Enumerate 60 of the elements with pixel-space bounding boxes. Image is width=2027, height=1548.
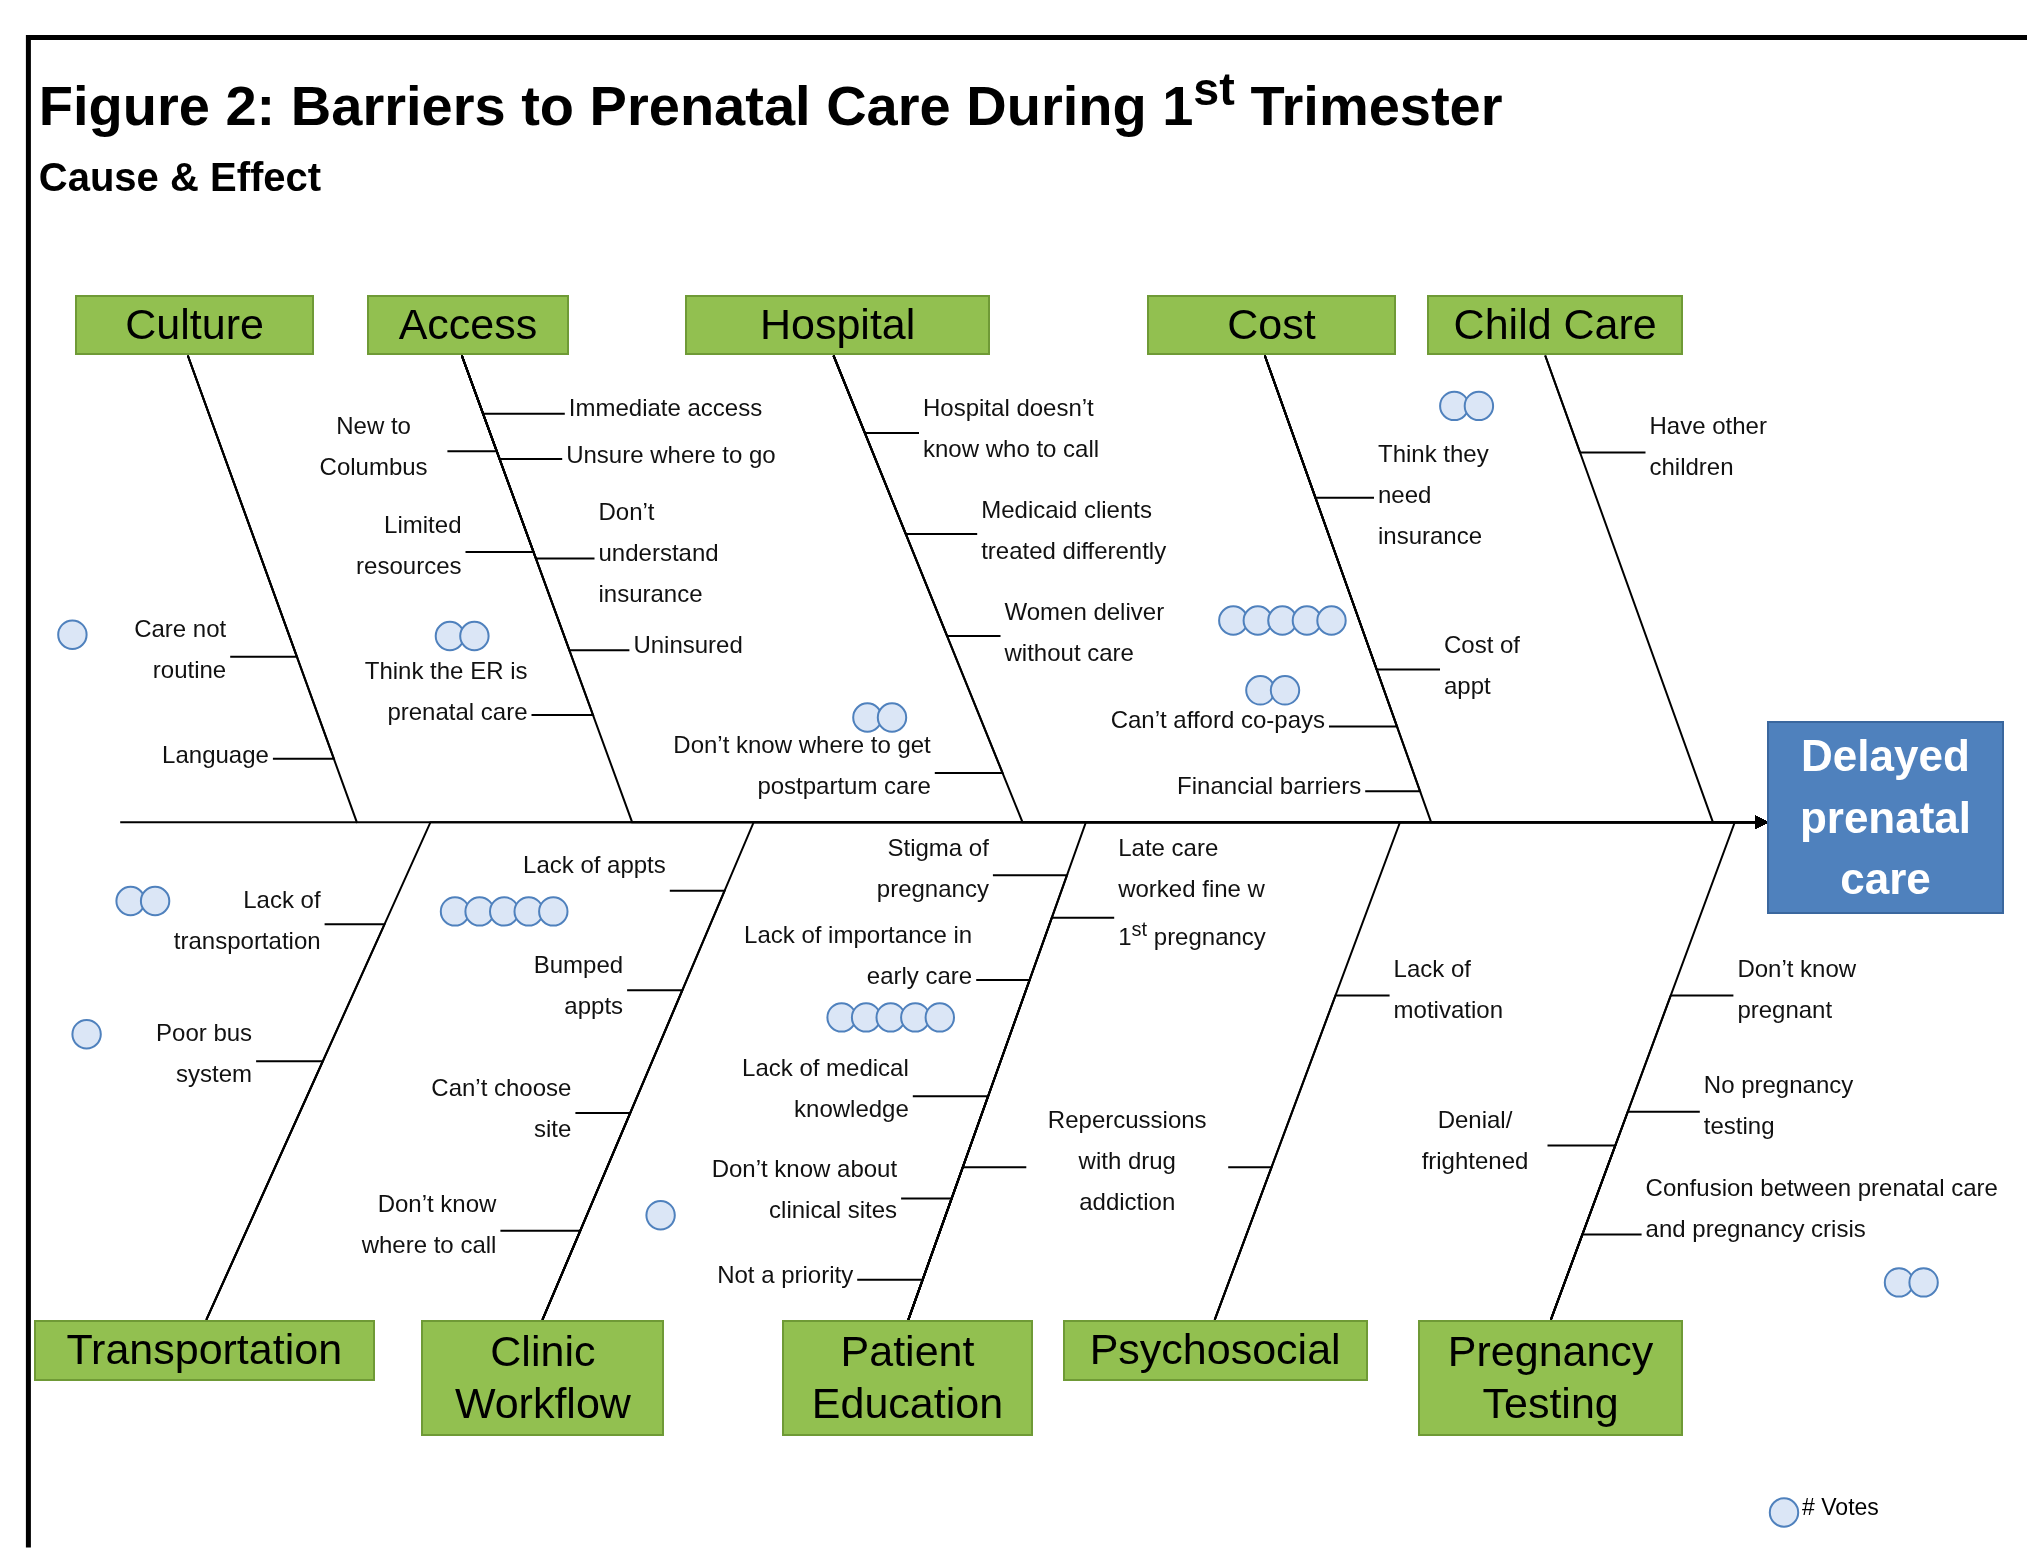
- cause-text: New to Columbus: [303, 404, 444, 487]
- cause-text: Medicaid clients treated differently: [981, 488, 1208, 571]
- leader-line: [499, 1229, 582, 1321]
- category-box: Psychosocial: [1062, 1319, 1368, 1381]
- cause-text: Limited resources: [323, 504, 462, 587]
- cause-text: Financial barriers: [1135, 765, 1362, 807]
- cause-text: Can’t choose site: [394, 1066, 572, 1149]
- cause-text: Hospital doesn’t know who to call: [923, 386, 1141, 469]
- effect-box: Delayed prenatal care: [1767, 721, 2004, 914]
- category-box: Culture: [75, 294, 315, 356]
- leader-line: [186, 354, 336, 760]
- cause-text: Stigma of pregnancy: [846, 827, 989, 910]
- cause-text: Bumped appts: [504, 943, 624, 1026]
- cause-text: No pregnancy testing: [1703, 1063, 1892, 1146]
- cause-text: Confusion between prenatal care and pregnancy crisis: [1645, 1167, 2005, 1250]
- cause-text: Don’t know pregnant: [1737, 947, 1890, 1030]
- cause-text: Don’t understand insurance: [598, 491, 751, 615]
- cause-text: Lack of appts: [484, 844, 666, 886]
- category-box: Transportation: [33, 1319, 375, 1381]
- cause-text: Unsure where to go: [566, 434, 819, 476]
- category-box: Access: [367, 294, 569, 356]
- cause-text: Late care worked fine w 1$^{st}$ pregnancy: [1118, 827, 1274, 958]
- category-box: Child Care: [1427, 294, 1684, 356]
- leader-line: [205, 1060, 325, 1321]
- cause-text: Don’t know where to get postpartum care: [620, 723, 931, 806]
- subtitle: Cause & Effect: [38, 155, 322, 201]
- leader-line: [1544, 354, 1647, 454]
- leader-line: [1213, 994, 1391, 1321]
- figure-title: Figure 2: Barriers to Prenatal Care During 1$^{st}$ Trimester: [38, 62, 1503, 138]
- cause-text: Not a priority: [682, 1253, 854, 1295]
- cause-text: Language: [129, 734, 269, 776]
- category-box: Pregnancy Testing: [1418, 1319, 1684, 1437]
- cause-text: Lack of medical knowledge: [702, 1047, 909, 1130]
- cause-text: Immediate access: [568, 386, 808, 428]
- category-box: Hospital: [685, 294, 991, 356]
- cause-text: Poor bus system: [129, 1012, 253, 1095]
- leader-line: [1549, 1233, 1643, 1321]
- cause-text: Women deliver without care: [1004, 590, 1205, 673]
- legend-text: # Votes: [1802, 1494, 1879, 1522]
- category-box: Clinic Workflow: [421, 1319, 665, 1437]
- cause-text: Think the ER is prenatal care: [323, 650, 528, 733]
- cause-text: Don’t know where to call: [325, 1182, 497, 1265]
- leader-line: [460, 354, 631, 652]
- cause-text: Repercussions with drug addiction: [1030, 1098, 1225, 1222]
- cause-text: Don’t know about clinical sites: [669, 1147, 898, 1230]
- cause-text: Uninsured: [633, 624, 770, 666]
- leader-line: [1263, 354, 1422, 793]
- cause-text: Care not routine: [103, 607, 227, 690]
- cause-text: Think they need insurance: [1378, 433, 1514, 557]
- cause-text: Denial/ frightened: [1406, 1098, 1544, 1181]
- cause-text: Can’t afford co-pays: [1060, 699, 1325, 741]
- cause-text: Lack of transportation: [139, 879, 321, 962]
- cause-text: Have other children: [1649, 404, 1799, 487]
- category-box: Cost: [1146, 294, 1397, 356]
- leader-line: [907, 1166, 1028, 1321]
- category-box: Patient Education: [782, 1319, 1033, 1437]
- leader-line: [832, 354, 1005, 775]
- cause-text: Lack of motivation: [1393, 947, 1536, 1030]
- cause-text: Cost of appt: [1444, 624, 1541, 707]
- cause-text: Lack of importance in early care: [733, 914, 973, 996]
